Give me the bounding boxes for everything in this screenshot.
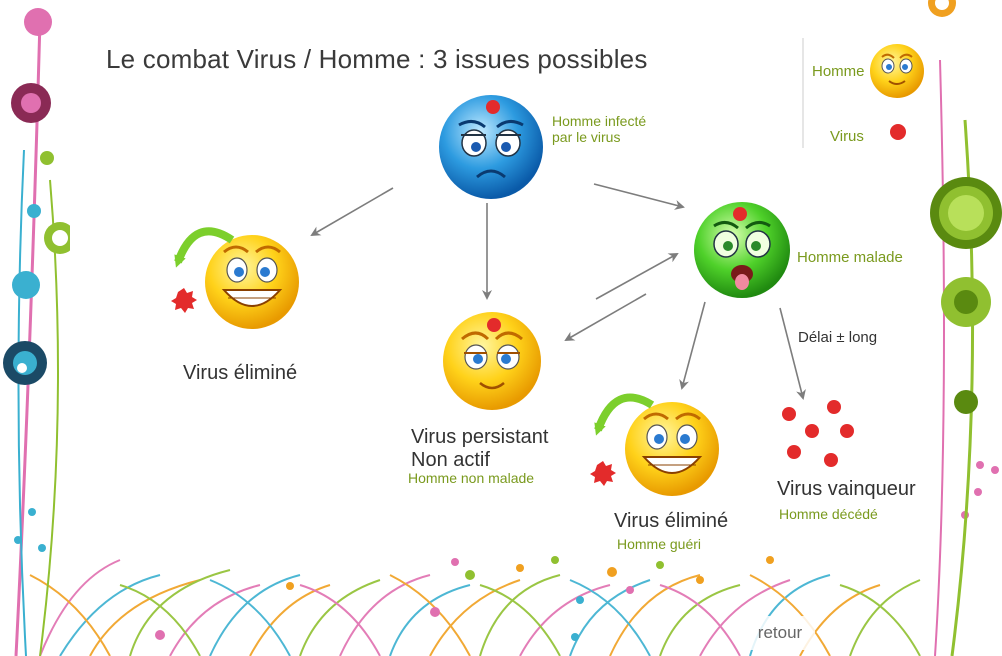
- virus-dot-icon: [733, 207, 747, 221]
- page-title: Le combat Virus / Homme : 3 issues possi…: [106, 44, 648, 74]
- arrow-to-eliminated-right: [679, 301, 706, 390]
- arrow-sick-to-persistent: [564, 293, 647, 341]
- victor-sub: Homme décédé: [779, 506, 878, 522]
- eliminated-right-caption: Virus éliminé: [614, 510, 729, 532]
- curved-arrow-icon-left: [174, 227, 235, 268]
- arrow-to-eliminated-left: [310, 187, 394, 237]
- legend-virus-label: Virus: [830, 128, 864, 145]
- legend-homme-label: Homme: [812, 63, 865, 80]
- sick-caption: Homme malade: [797, 249, 903, 266]
- legend-virus-dot-icon: [890, 124, 906, 140]
- persistent-sub: Homme non malade: [408, 470, 535, 486]
- sick-green-face-icon: [694, 202, 790, 298]
- arrows: [310, 183, 806, 400]
- arrow-to-sick: [593, 183, 685, 210]
- smiling-yellow-face-icon: [443, 312, 541, 410]
- persistent-line1: Virus persistant: [411, 426, 549, 448]
- arrow-persistent-to-sick: [595, 253, 679, 300]
- grinning-yellow-face-icon-left: [205, 235, 299, 329]
- back-button[interactable]: retour: [745, 616, 815, 650]
- virus-dot-icon: [486, 100, 500, 114]
- grinning-yellow-face-icon-right: [625, 402, 719, 496]
- right-decoration: [928, 0, 1002, 656]
- legend-face-icon: [870, 44, 924, 98]
- virus-cluster-icon: [782, 400, 854, 467]
- left-decoration: [3, 8, 76, 656]
- delay-label: Délai ± long: [798, 329, 878, 346]
- infected-caption-line1: Homme infecté: [552, 113, 647, 129]
- virus-splat-icon-right: [590, 461, 616, 486]
- virus-dot-icon: [487, 318, 501, 332]
- persistent-line2: Non actif: [411, 449, 490, 471]
- worried-blue-face-icon: [439, 95, 543, 199]
- victor-caption: Virus vainqueur: [777, 478, 916, 500]
- dots-decoration: [155, 461, 999, 641]
- curved-arrow-icon-right: [594, 393, 655, 436]
- eliminated-right-sub: Homme guéri: [617, 536, 702, 552]
- arrow-to-victor: [779, 307, 806, 400]
- infected-caption-line2: par le virus: [552, 129, 621, 145]
- virus-splat-icon-left: [171, 288, 197, 313]
- eliminated-left-caption: Virus éliminé: [183, 362, 298, 384]
